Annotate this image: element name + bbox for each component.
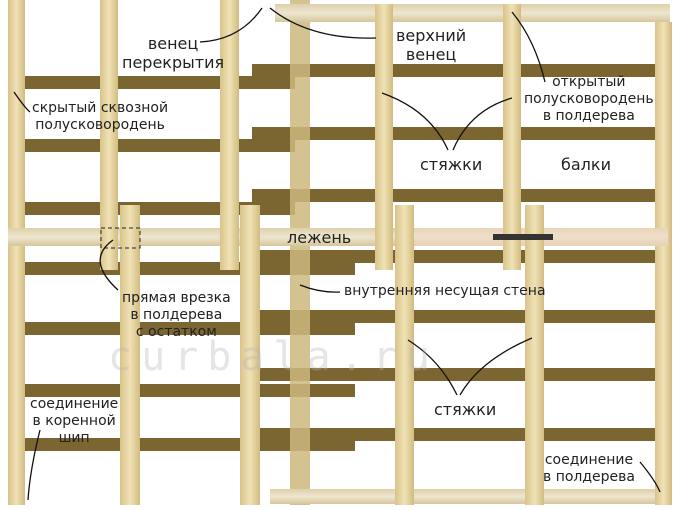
studs-ties — [100, 0, 544, 505]
label-vnutrennyaya-stena: внутренняя несущая стена — [344, 283, 546, 299]
watermark: curbala.ru — [108, 334, 439, 380]
joint-plate — [493, 234, 553, 240]
label-styazhki-top: стяжки — [420, 155, 483, 174]
leader-lines — [13, 7, 661, 501]
label-balki: балки — [561, 155, 611, 174]
floor-beams — [25, 64, 655, 451]
frame-logs — [8, 0, 672, 505]
label-lezhen: лежень — [287, 228, 352, 247]
cut-outline — [100, 227, 141, 249]
label-styazhki-bottom: стяжки — [434, 400, 497, 419]
inner-wall-post — [290, 0, 310, 505]
